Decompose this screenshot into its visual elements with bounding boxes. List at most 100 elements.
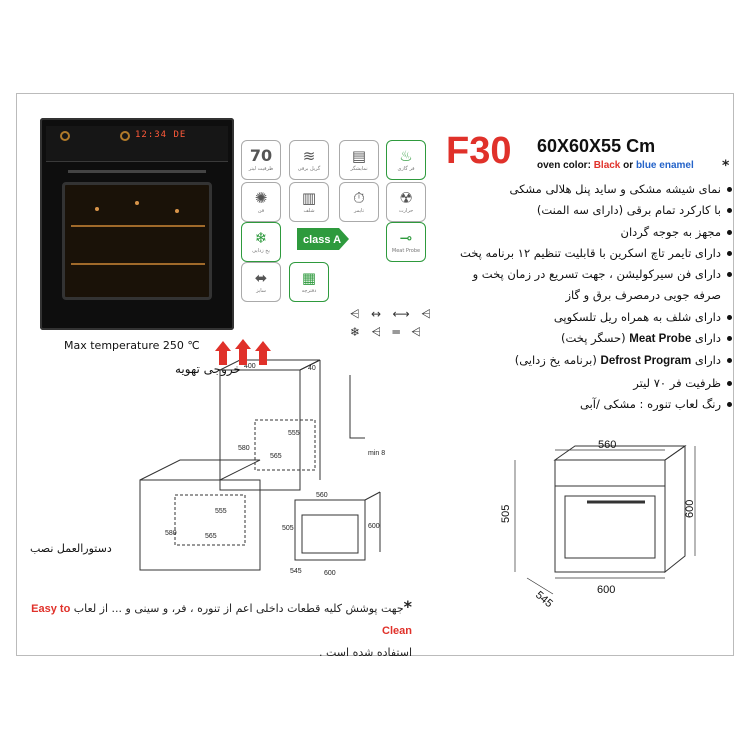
svg-text:555: 555 bbox=[215, 508, 227, 515]
feature-item: مجهز به جوجه گردان bbox=[442, 222, 732, 243]
max-temperature: Max temperature 250 ℃ bbox=[64, 339, 200, 352]
rack-icon-glyph: ▥ bbox=[301, 189, 317, 207]
oven-window bbox=[62, 182, 212, 300]
manual-icon: ▦دفترچه bbox=[289, 262, 329, 302]
exhaust-arrows-icon bbox=[215, 339, 271, 365]
svg-text:min 8: min 8 bbox=[368, 450, 385, 457]
oven-color: oven color: Black or blue enamel bbox=[537, 160, 694, 171]
dimensions: 60X60X55 Cm bbox=[537, 136, 656, 156]
defrost-icon: ❄یخ زدایی bbox=[241, 222, 281, 262]
svg-text:580: 580 bbox=[165, 530, 177, 537]
fire-icon: ♨فر گازی bbox=[386, 140, 426, 180]
svg-text:580: 580 bbox=[238, 445, 250, 452]
oven-mini bbox=[294, 499, 366, 561]
svg-text:565: 565 bbox=[205, 533, 217, 540]
grill-icon-glyph: ≋ bbox=[302, 147, 316, 165]
timer-icon: ⏱تایمر bbox=[339, 182, 379, 222]
dim-width-top: 560 bbox=[598, 439, 616, 451]
control-panel bbox=[46, 126, 228, 162]
timer-icon-glyph: ⏱ bbox=[353, 189, 365, 207]
energy-class-badge: class A bbox=[297, 228, 349, 250]
dim-height-right: 600 bbox=[684, 500, 696, 518]
icon-label: نمایشگر bbox=[350, 166, 368, 172]
asterisk: * bbox=[722, 158, 730, 174]
icon-label: حرارت bbox=[398, 208, 414, 214]
feature-list: نمای شیشه مشکی و ساید پنل هلالی مشکی با … bbox=[442, 179, 732, 415]
icon-label: Meat Probe bbox=[391, 248, 421, 254]
icon-label: شلف bbox=[303, 208, 315, 214]
color-blue: blue enamel bbox=[635, 160, 694, 171]
icon-label: فر گازی bbox=[397, 166, 415, 172]
easy-to-clean-brand: Easy to Clean bbox=[31, 603, 412, 637]
dim-width-bottom: 600 bbox=[597, 584, 615, 596]
icon-label: سایز bbox=[256, 288, 266, 294]
installation-drawing: 400 40 555 565 580 560 600 505 545 600 5… bbox=[139, 359, 385, 577]
dim-height-left: 505 bbox=[500, 505, 512, 523]
svg-text:40: 40 bbox=[308, 365, 316, 372]
svg-text:600: 600 bbox=[324, 570, 336, 577]
icon-label: تایمر bbox=[354, 208, 364, 214]
cabinet-lower bbox=[139, 479, 261, 571]
rack-line bbox=[71, 263, 205, 265]
oven-display: 12:34 DE bbox=[135, 130, 187, 140]
feature-item-continued: صرفه جویی درمصرف برق و گاز bbox=[565, 288, 721, 303]
svg-text:565: 565 bbox=[270, 453, 282, 460]
rack-icon: ▥شلف bbox=[289, 182, 329, 222]
light-dot bbox=[135, 201, 139, 205]
radiation-icon-glyph: ☢ bbox=[399, 189, 413, 207]
vent-section bbox=[349, 375, 365, 439]
color-prefix: oven color: bbox=[537, 160, 594, 171]
icon-label: ظرفیت لیتر bbox=[248, 166, 274, 172]
install-guide-label: دستورالعمل نصب bbox=[30, 542, 112, 555]
svg-text:505: 505 bbox=[282, 525, 294, 532]
feature-item: ظرفیت فر ۷۰ لیتر bbox=[442, 373, 732, 394]
model-number: F30 bbox=[446, 130, 512, 172]
exhaust-label: خروجی تهویه bbox=[175, 362, 241, 376]
svg-text:560: 560 bbox=[316, 492, 328, 499]
fan-icon-glyph: ✺ bbox=[254, 189, 268, 207]
feature-item: نمای شیشه مشکی و ساید پنل هلالی مشکی bbox=[442, 179, 732, 200]
icon-label: یخ زدایی bbox=[252, 248, 270, 254]
manual-icon-glyph: ▦ bbox=[301, 269, 317, 287]
dimension-drawing: 560 600 505 545 600 bbox=[500, 439, 696, 610]
meat-probe-icon: ⊸Meat Probe bbox=[386, 222, 426, 262]
feature-item: با کارکرد تمام برقی (دارای سه المنت) bbox=[442, 200, 732, 221]
mode-symbols: ⩤ ↔ ⟷ ⩤ ❄ ⩤ ═ ⩤ bbox=[350, 307, 431, 339]
color-or: or bbox=[620, 160, 636, 171]
cutout bbox=[254, 419, 316, 471]
feature-item: دارای تایمر تاچ اسکرین با قابلیت تنظیم ۱… bbox=[442, 243, 732, 264]
cutout bbox=[174, 494, 246, 546]
knob-icon bbox=[60, 131, 70, 141]
fan-icon: ✺فن bbox=[241, 182, 281, 222]
grill-icon: ≋گریل برقی bbox=[289, 140, 329, 180]
feature-item: رنگ لعاب تنوره : مشکی /آبی bbox=[442, 394, 732, 415]
size-icon-glyph: ⬌ bbox=[254, 269, 268, 287]
rack-line bbox=[71, 225, 205, 227]
size-icon: ⬌سایز bbox=[241, 262, 281, 302]
light-dot bbox=[95, 207, 99, 211]
knob-icon bbox=[120, 131, 130, 141]
svg-text:400: 400 bbox=[244, 363, 256, 370]
feature-item: دارای فن سیرکولیشن ، جهت تسریع در زمان پ… bbox=[442, 264, 732, 285]
icon-label: فن bbox=[257, 208, 265, 214]
digital-display-icon: ▤نمایشگر bbox=[339, 140, 379, 180]
svg-text:555: 555 bbox=[288, 430, 300, 437]
fire-icon-glyph: ♨ bbox=[399, 147, 413, 165]
defrost-icon-glyph: ❄ bbox=[254, 229, 268, 247]
content-frame bbox=[16, 93, 734, 656]
energy-class-label: class A bbox=[303, 234, 341, 246]
digital-display-icon-glyph: ▤ bbox=[351, 147, 367, 165]
radiation-icon: ☢حرارت bbox=[386, 182, 426, 222]
oven-door-window bbox=[564, 495, 656, 559]
capacity-value: 70 bbox=[249, 146, 273, 165]
light-dot bbox=[175, 209, 179, 213]
svg-text:545: 545 bbox=[290, 568, 302, 575]
oven-front bbox=[554, 459, 666, 573]
oven-handle bbox=[68, 170, 206, 173]
feature-item-meat-probe: دارای Meat Probe (حسگر پخت) bbox=[442, 328, 732, 350]
icon-label: دفترچه bbox=[301, 288, 317, 294]
oven-photo: 12:34 DE bbox=[40, 118, 234, 330]
feature-item: دارای شلف به همراه ریل تلسکوپی bbox=[442, 307, 732, 328]
svg-text:600: 600 bbox=[368, 523, 380, 530]
